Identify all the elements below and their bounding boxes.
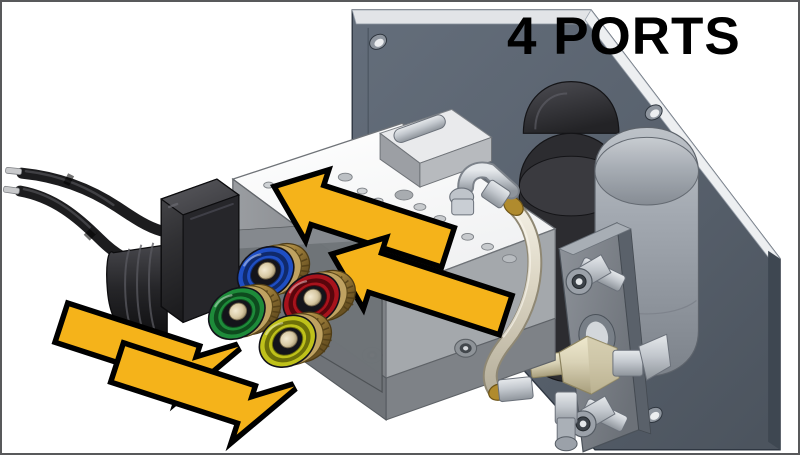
plate-mount-hole [369,33,388,50]
cap-screw-upper [565,254,626,296]
port-red [282,269,356,327]
brass-hex-fitting [529,333,672,395]
plate-mount-hole [644,104,663,121]
lower-fitting-stack [554,391,578,452]
cap-screw-lower [569,395,628,438]
tube-nut [497,376,534,403]
callout-arrows [51,165,516,452]
manifold-front-screw [454,338,478,358]
port-green [207,283,282,341]
port-yellow [258,311,333,368]
elbow-fitting [449,161,520,216]
dowel-pin [393,114,446,143]
wire-pin-tip [3,185,20,195]
page-title: 4 PORTS [507,7,741,66]
connection-tubing [449,161,543,403]
black-dome-cap [522,81,620,134]
port-cluster-front [207,242,356,368]
solenoid-connector [3,166,241,335]
cable-gland [106,242,168,335]
wire-pin-tip [5,166,23,175]
